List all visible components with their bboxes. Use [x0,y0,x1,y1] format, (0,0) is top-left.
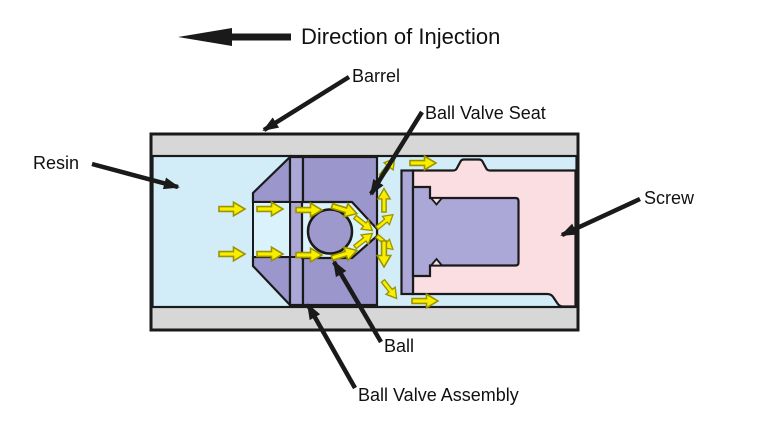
screw-pointer-arrow [560,196,641,238]
screw-flange [400,169,415,296]
ball-shape [306,208,354,255]
shaft-notch-top [429,197,444,206]
ball-valve-assembly-label: Ball Valve Assembly [358,385,519,405]
direction-of-injection-arrow-icon [178,28,291,46]
ball-valve-seat-label: Ball Valve Seat [425,103,546,123]
ball-valve-seat-pointer-arrow [369,110,424,196]
resin-label: Resin [33,153,79,173]
ball-label: Ball [384,336,414,356]
barrel-label: Barrel [352,66,400,86]
direction-of-injection-label: Direction of Injection [301,24,500,49]
shaft-notch-bottom [429,257,444,267]
ball-pointer-arrow [332,260,383,344]
barrel-pointer-arrow [262,75,351,132]
screw-shaft [411,185,520,278]
ball-valve-assembly-pointer-arrow [306,303,357,390]
resin-pointer-arrow [91,161,180,190]
screw-label: Screw [644,188,695,208]
